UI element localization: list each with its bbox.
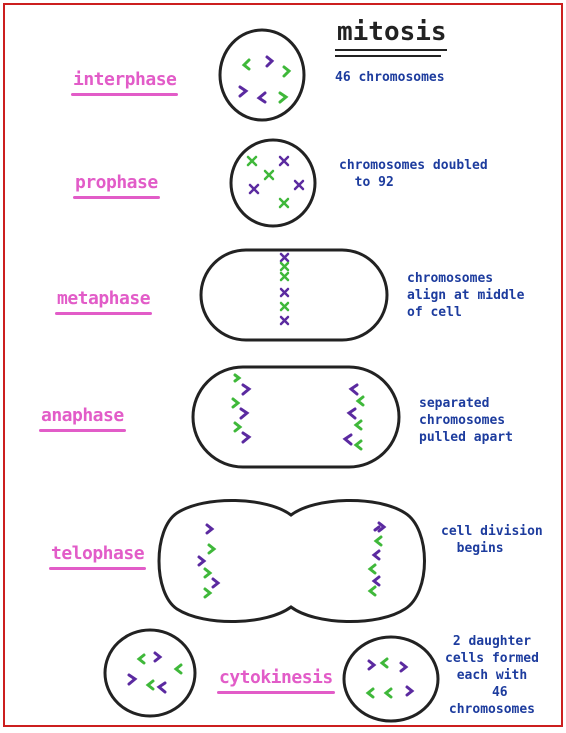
telophase-cell xyxy=(159,500,425,621)
daughter-cell-right xyxy=(344,637,438,721)
anaphase-cell xyxy=(193,367,399,467)
metaphase-cell xyxy=(201,250,387,340)
cell-drawings xyxy=(5,5,563,727)
mitosis-diagram-page: mitosis interphase prophase metaphase an… xyxy=(3,3,563,727)
interphase-cell xyxy=(220,30,304,120)
